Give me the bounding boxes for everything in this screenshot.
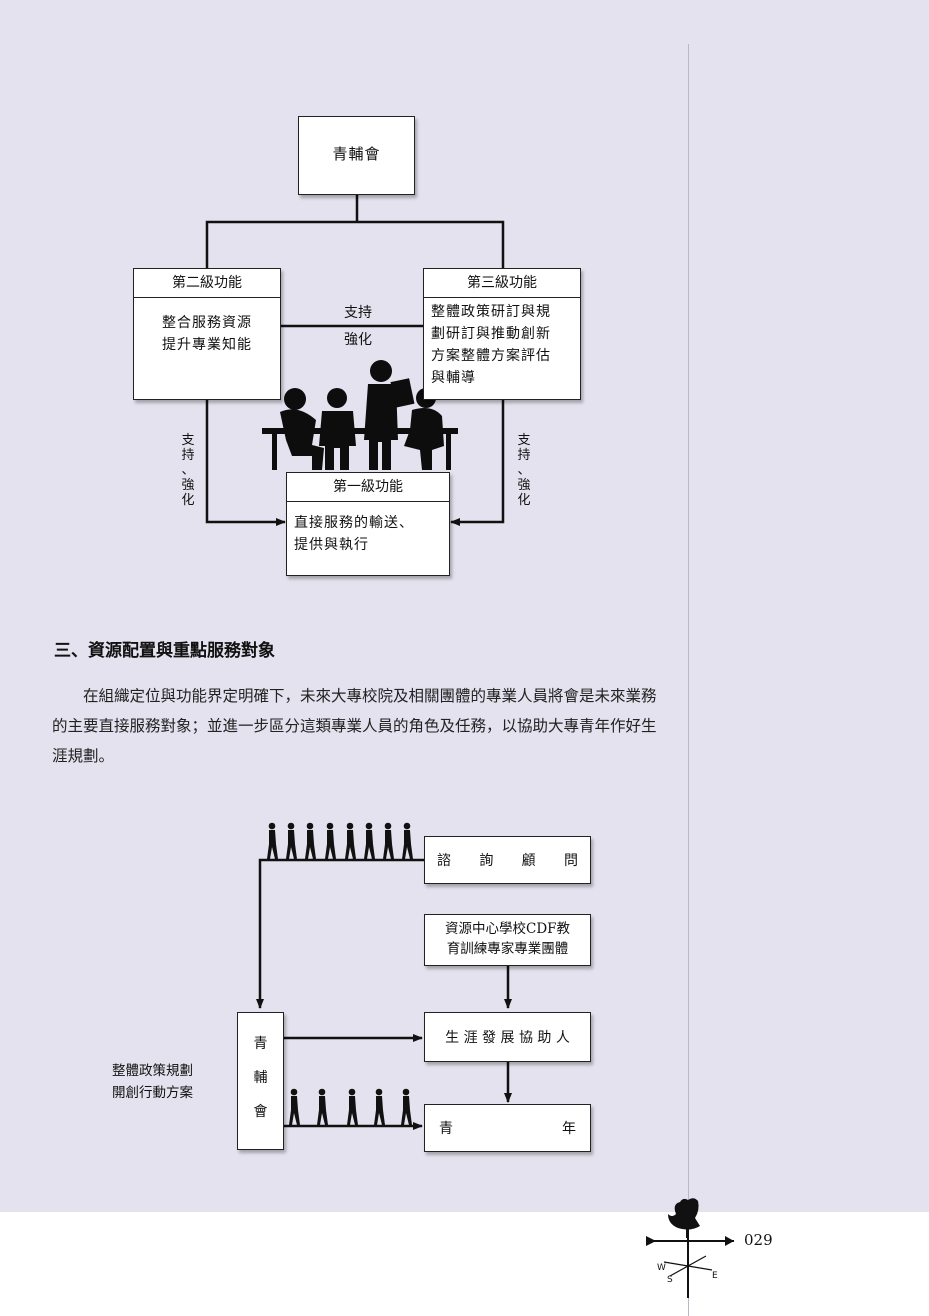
right-vertical-label: 支 持 、 強 化 bbox=[516, 433, 532, 508]
resource-line1: 資源中心學校CDF教 bbox=[444, 921, 571, 937]
right-vertical-char: 強 bbox=[517, 478, 531, 493]
right-vertical-char: 支 bbox=[517, 433, 531, 448]
org-top-label: 青輔會 bbox=[332, 145, 381, 163]
career-helper-box: 生 涯 發 展 協 助 人 bbox=[424, 1012, 591, 1062]
level1-title: 第一級功能 bbox=[287, 473, 449, 502]
left-vertical-char: 強 bbox=[181, 478, 195, 493]
level2-line2: 提升專業知能 bbox=[162, 337, 252, 353]
left-vertical-char: 化 bbox=[181, 493, 195, 508]
resource-line2: 育訓練專家專業團體 bbox=[446, 941, 569, 957]
level3-line4: 與輔導 bbox=[431, 370, 476, 386]
level3-line1: 整體政策研訂與規 bbox=[431, 304, 551, 320]
mid-arrow-label-support: 支持 bbox=[344, 305, 372, 321]
council-char: 輔 bbox=[253, 1070, 268, 1086]
left-vertical-char: 持 bbox=[181, 448, 195, 463]
side-label-line2: 開創行動方案 bbox=[112, 1085, 193, 1101]
side-label-line1: 整體政策規劃 bbox=[112, 1063, 193, 1079]
page-footer-band bbox=[0, 1212, 929, 1316]
youth-char: 年 bbox=[562, 1121, 576, 1137]
compass-south: S bbox=[667, 1275, 673, 1285]
left-vertical-char: 支 bbox=[181, 433, 195, 448]
walking-people-icon bbox=[267, 822, 413, 859]
resource-box: 資源中心學校CDF教 育訓練專家專業團體 bbox=[424, 914, 591, 966]
walking-people-lower-icon bbox=[289, 1088, 412, 1125]
council-char: 會 bbox=[253, 1104, 268, 1120]
level3-title: 第三級功能 bbox=[424, 269, 580, 298]
career-helper-label: 生 涯 發 展 協 助 人 bbox=[445, 1030, 570, 1046]
consultant-box: 諮 詢 顧 問 bbox=[424, 836, 591, 884]
level1-line2: 提供與執行 bbox=[294, 537, 369, 553]
side-label: 整體政策規劃 開創行動方案 bbox=[112, 1060, 193, 1104]
right-vertical-char: 持 bbox=[517, 448, 531, 463]
council-box: 青 輔 會 bbox=[237, 1012, 284, 1150]
right-vertical-char: 、 bbox=[517, 463, 531, 478]
left-vertical-char: 、 bbox=[181, 463, 195, 478]
level1-box: 第一級功能 直接服務的輸送、 提供與執行 bbox=[286, 472, 450, 576]
level1-line1: 直接服務的輸送、 bbox=[294, 515, 414, 531]
level3-line3: 方案整體方案評估 bbox=[431, 348, 551, 364]
consultant-char: 顧 bbox=[521, 853, 536, 869]
org-top-box: 青輔會 bbox=[298, 116, 415, 195]
level2-title: 第二級功能 bbox=[134, 269, 280, 298]
level3-line2: 劃研訂與推動創新 bbox=[431, 326, 551, 342]
consultant-char: 詢 bbox=[479, 853, 494, 869]
page-divider-line bbox=[688, 44, 689, 1316]
section-paragraph: 在組織定位與功能界定明確下，未來大專校院及相關團體的專業人員將會是未來業務的主要… bbox=[52, 687, 657, 765]
compass-west: W bbox=[657, 1263, 666, 1273]
level3-box: 第三級功能 整體政策研訂與規 劃研訂與推動創新 方案整體方案評估 與輔導 bbox=[423, 268, 581, 400]
page-number: 029 bbox=[744, 1231, 773, 1249]
left-vertical-label: 支 持 、 強 化 bbox=[180, 433, 196, 508]
youth-box: 青 年 bbox=[424, 1104, 591, 1152]
right-vertical-char: 化 bbox=[517, 493, 531, 508]
compass-east: E bbox=[712, 1271, 718, 1281]
youth-char: 青 bbox=[439, 1121, 453, 1137]
level2-box: 第二級功能 整合服務資源 提升專業知能 bbox=[133, 268, 281, 400]
level2-line1: 整合服務資源 bbox=[162, 315, 252, 331]
consultant-char: 諮 bbox=[437, 853, 451, 869]
council-char: 青 bbox=[253, 1036, 268, 1052]
mid-arrow-label-strengthen: 強化 bbox=[344, 332, 372, 348]
consultant-char: 問 bbox=[563, 853, 578, 869]
section-title: 三、資源配置與重點服務對象 bbox=[54, 641, 275, 661]
consultant-label: 諮 詢 顧 問 bbox=[425, 850, 590, 870]
